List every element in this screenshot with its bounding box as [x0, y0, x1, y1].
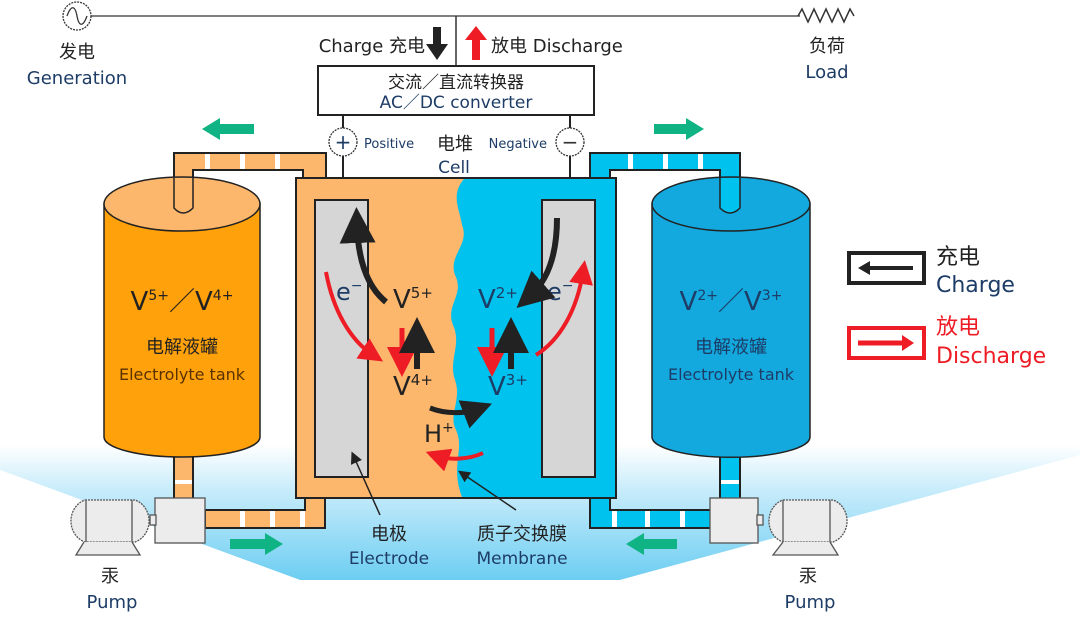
charge-label: Charge 充电 — [319, 36, 425, 57]
charge-electron-arrow-right — [516, 217, 560, 308]
discharge-electron-arrow-right — [534, 260, 593, 357]
right-pipe-gaps — [612, 154, 739, 527]
charge-arrow-h — [429, 400, 493, 429]
right-pump-label-zh: 汞 — [799, 566, 817, 587]
generation-label-en: Generation — [27, 68, 127, 89]
positive-label: Positive — [364, 137, 414, 152]
right-tank-label-en: Electrolyte tank — [668, 365, 795, 384]
left-pump-label-zh: 汞 — [101, 566, 119, 587]
membrane-pointer — [458, 470, 517, 511]
left-tank-ions: V5+／V4+ — [131, 287, 234, 317]
legend: 充电 Charge 放电 Discharge — [847, 245, 1046, 369]
legend-charge-icon — [847, 251, 926, 285]
discharge-electron-arrow-left — [324, 271, 384, 362]
generation-label-zh: 发电 — [59, 42, 95, 63]
svg-text:+: + — [335, 130, 352, 154]
flow-arrow-bottom-left-icon — [230, 533, 283, 555]
ion-v3: V3+ — [488, 371, 528, 402]
right-tank-ions: V2+／V3+ — [680, 287, 783, 317]
cell-label-zh: 电堆 — [437, 134, 473, 155]
load-label-en: Load — [805, 62, 848, 83]
flow-arrow-bottom-right-icon — [626, 533, 677, 555]
converter-label-en: AC／DC converter — [380, 93, 533, 113]
negative-electrode — [541, 199, 596, 478]
left-pipe-gaps — [175, 154, 305, 527]
load-label-zh: 负荷 — [809, 36, 845, 57]
legend-discharge-zh: 放电 — [936, 315, 980, 340]
cell-label-en: Cell — [438, 158, 470, 178]
converter-label-zh: 交流／直流转换器 — [388, 73, 524, 93]
ac-dc-converter-box — [317, 65, 595, 116]
legend-discharge-icon — [847, 326, 926, 360]
right-pump-label-en: Pump — [785, 592, 836, 613]
electrode-label-en: Electrode — [349, 549, 429, 569]
membrane-label-en: Membrane — [476, 549, 567, 569]
legend-discharge-en: Discharge — [936, 344, 1046, 369]
electrode-pointer — [350, 451, 381, 516]
arrow-down-icon — [426, 27, 448, 60]
svg-text:−: − — [562, 130, 579, 154]
negative-terminal-icon: − — [555, 127, 585, 157]
right-tank-label-zh: 电解液罐 — [695, 337, 767, 358]
ion-h: H+ — [424, 420, 454, 448]
right-pump-icon — [709, 497, 848, 556]
ion-v2: V2+ — [478, 284, 518, 315]
right-electrolyte-tank — [651, 176, 811, 459]
floor-white-right — [620, 455, 1080, 580]
arrow-up-icon — [465, 26, 487, 60]
left-electrolyte-tank — [103, 176, 261, 458]
flow-arrow-top-left-icon — [202, 118, 254, 140]
positive-terminal-icon: + — [328, 127, 358, 157]
discharge-label: 放电 Discharge — [491, 36, 623, 57]
flow-arrow-top-right-icon — [654, 118, 704, 140]
left-pump-icon — [70, 497, 206, 556]
resistor-icon — [797, 7, 855, 24]
membrane-label-zh: 质子交换膜 — [477, 524, 567, 545]
left-tank-label-zh: 电解液罐 — [146, 337, 218, 358]
ion-v5: V5+ — [393, 284, 433, 315]
discharge-arrow-h — [425, 448, 484, 472]
charge-electron-arrow-left — [339, 207, 388, 305]
left-pump-label-en: Pump — [87, 592, 138, 613]
ac-source-icon — [62, 1, 92, 31]
legend-charge-zh: 充电 — [936, 245, 980, 270]
electrode-label-zh: 电极 — [371, 524, 407, 545]
left-tank-label-en: Electrolyte tank — [119, 365, 246, 384]
electron-left: e− — [336, 278, 363, 306]
legend-charge-en: Charge — [936, 273, 1015, 298]
negative-label: Negative — [489, 137, 547, 152]
